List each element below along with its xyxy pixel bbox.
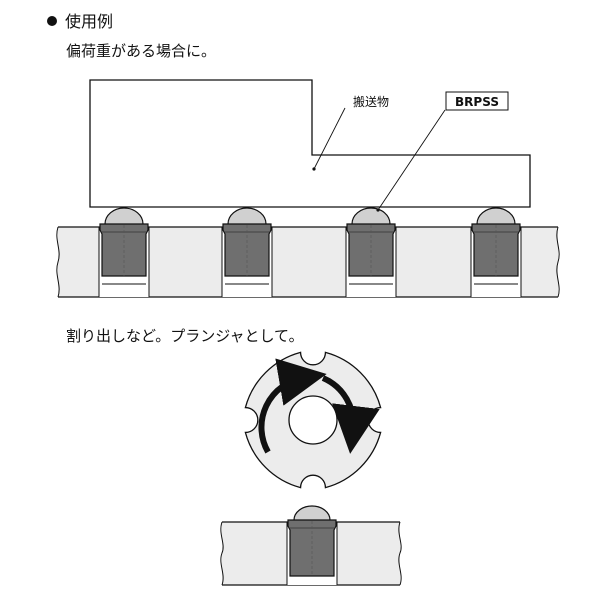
ball-plunger-3 bbox=[345, 207, 397, 297]
plunger bbox=[286, 505, 338, 585]
conveyed-object bbox=[89, 79, 531, 208]
indexing-wheel bbox=[244, 351, 382, 489]
ball-plunger-1 bbox=[98, 207, 150, 297]
rotate-arrow-right-icon bbox=[321, 375, 380, 454]
center-hole bbox=[288, 395, 338, 445]
example-1-caption: 偏荷重がある場合に。 bbox=[66, 42, 217, 60]
load-label: 搬送物 bbox=[353, 94, 389, 109]
load-leader-line bbox=[313, 107, 346, 170]
section-heading-text: 使用例 bbox=[65, 12, 114, 31]
rotate-arrow-left-icon bbox=[258, 358, 327, 454]
example-2-caption: 割り出しなど。プランジャとして。 bbox=[66, 327, 304, 345]
product-label: BRPSS bbox=[455, 95, 499, 109]
section-heading: 使用例 bbox=[47, 8, 113, 32]
ball-plunger-4 bbox=[470, 207, 522, 297]
product-leader-line bbox=[377, 109, 446, 211]
product-label-box bbox=[445, 91, 509, 111]
ball-plunger-2 bbox=[221, 207, 273, 297]
bullet-icon bbox=[47, 16, 57, 26]
